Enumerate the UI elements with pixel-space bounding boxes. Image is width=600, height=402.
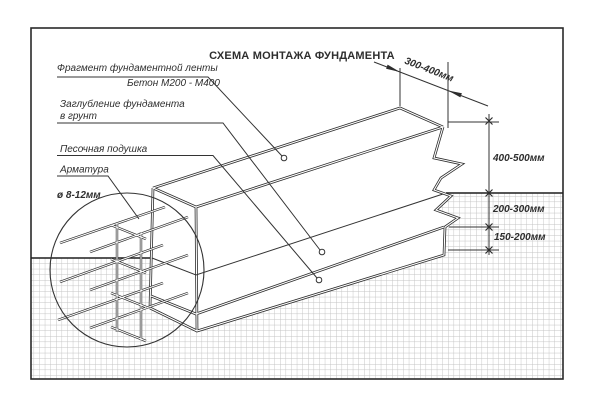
dim-buried-text: 200-300мм	[492, 204, 545, 215]
diagram-title: СХЕМА МОНТАЖА ФУНДАМЕНТА	[209, 50, 395, 62]
label-concrete: Бетон М200 - М400	[127, 78, 220, 89]
marker-sand-cushion	[315, 276, 323, 284]
label-rebar-diameter: ø 8-12мм	[57, 190, 101, 201]
marker-buried-concrete	[318, 248, 326, 256]
label-depth-line1: Заглубление фундамента	[60, 98, 185, 110]
dim-height-text: 400-500мм	[492, 153, 545, 164]
label-rebar: Арматура	[59, 165, 109, 176]
dim-sand-text: 150-200мм	[494, 232, 546, 243]
marker-top-face	[280, 154, 288, 162]
label-sand: Песочная подушка	[60, 144, 148, 155]
drawing-border	[30, 27, 564, 380]
label-fragment: Фрагмент фундаментной ленты	[57, 62, 218, 74]
leader-lines	[57, 76, 326, 284]
label-depth-line2: в грунт	[60, 111, 97, 122]
rebar-cage	[57, 205, 189, 343]
detail-circle	[49, 192, 205, 348]
dimension-right: 400-500мм 200-300мм 150-200мм	[448, 114, 546, 255]
